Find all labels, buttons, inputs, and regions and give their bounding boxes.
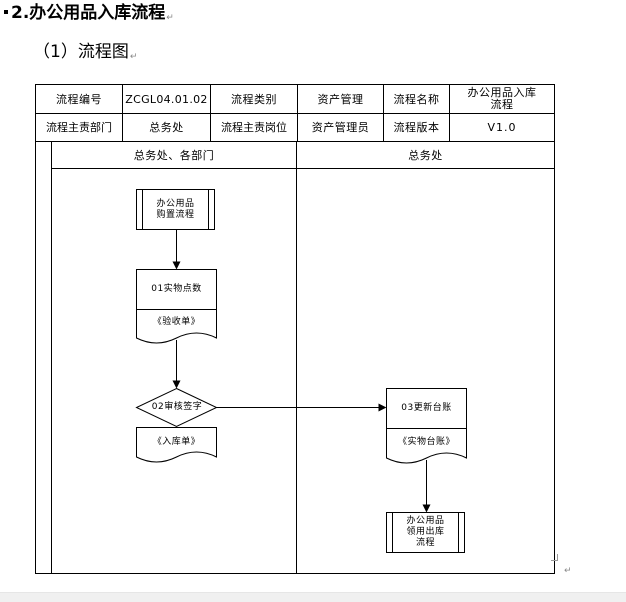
start-process-box [136, 189, 215, 230]
node-doc-physical-ledger: 《实物台账》 [397, 436, 455, 447]
table-cell-version-label: 流程版本 [393, 121, 440, 134]
paragraph-mark-icon: ↵ [129, 52, 138, 62]
lane-header-general-affairs: 总务处 [408, 148, 443, 162]
table-cell-owner-dept-value: 总务处 [149, 121, 184, 134]
section-heading-text: 2.办公用品入库流程 [11, 3, 166, 23]
bullet-icon [4, 9, 8, 14]
doc2-shape [136, 427, 217, 463]
table-cell-flow-id-label: 流程编号 [56, 92, 102, 106]
doc1-shape [136, 309, 217, 344]
paragraph-mark-icon: ↵ [166, 13, 174, 23]
node-step1-count-items: 01实物点数 [151, 284, 202, 294]
margin-corner-mark [551, 554, 558, 561]
table-cell-flow-category-label: 流程类别 [231, 92, 277, 106]
node-step3-update-ledger: 03更新台账 [401, 403, 452, 413]
end-process-box [386, 512, 465, 553]
table-cell-flow-id-value: ZCGL04.01.02 [125, 92, 208, 106]
paragraph-mark-icon: ↵ [564, 566, 572, 576]
table-cell-flow-name-label: 流程名称 [393, 92, 440, 106]
node-decision-review-sign: 02审核签字 [151, 402, 203, 412]
swimlane-frame [35, 141, 555, 574]
decision-diamond [135, 387, 218, 428]
section-heading: 2.办公用品入库流程↵ [4, 0, 174, 26]
sub-heading-text: （1）流程图 [33, 42, 129, 62]
table-cell-owner-dept-label: 流程主责部门 [46, 121, 112, 134]
table-cell-version-value: V1.0 [487, 121, 517, 134]
doc3-shape [386, 428, 467, 464]
node-end-issue-outbound-flow: 办公用品 领用出库 流程 [406, 516, 445, 548]
node-start-purchase-flow: 办公用品 购置流程 [156, 198, 195, 220]
table-cell-flow-name-value: 办公用品入库流程 [467, 86, 537, 111]
node-doc-acceptance-form: 《验收单》 [152, 316, 201, 327]
table-cell-flow-category-value: 资产管理 [317, 92, 364, 106]
page-bottom-bar [0, 592, 626, 602]
table-cell-owner-post-value: 资产管理员 [311, 121, 370, 134]
sub-heading: （1）流程图↵ [33, 38, 137, 66]
node-doc-warehouse-entry-form: 《入库单》 [152, 436, 201, 447]
lane-header-general-affairs-departments: 总务处、各部门 [133, 148, 215, 162]
table-cell-owner-post-label: 流程主责岗位 [221, 121, 287, 134]
